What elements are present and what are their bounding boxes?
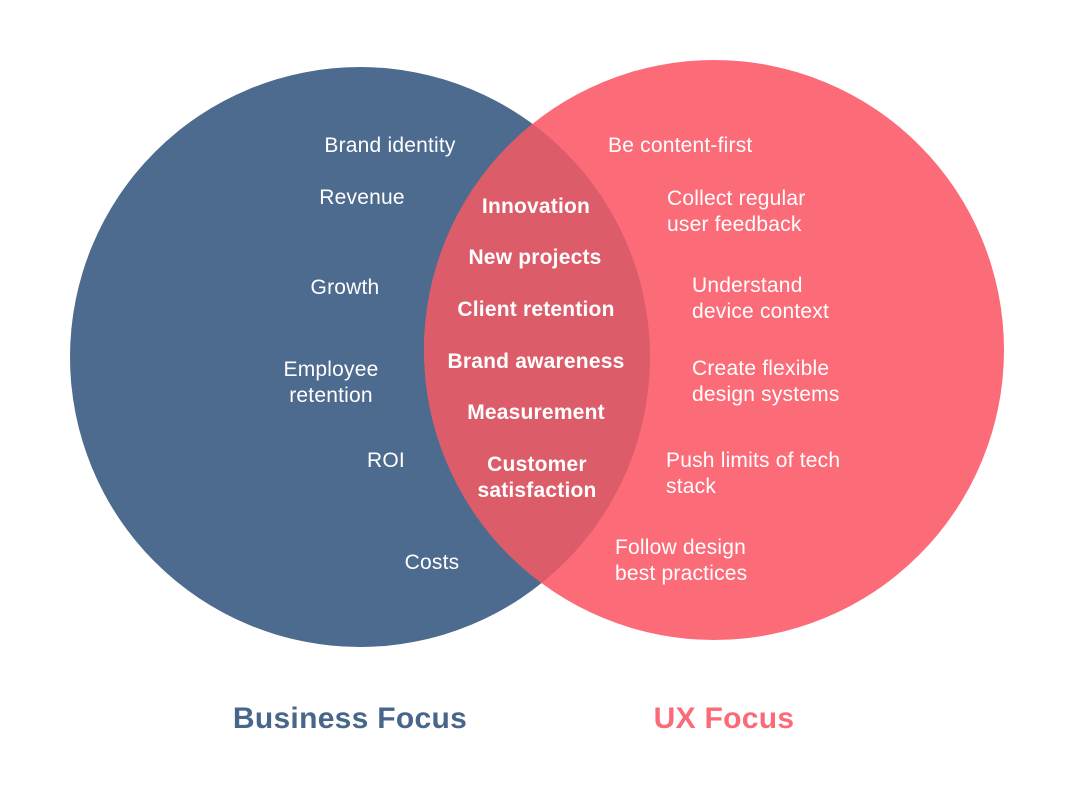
business-item-roi: ROI — [367, 449, 405, 472]
ux-item-device-context: Understand device context — [692, 274, 830, 323]
ux-item-user-feedback: Collect regular user feedback — [667, 187, 806, 236]
shared-item-innovation: Innovation — [481, 195, 591, 218]
intersection-lens — [424, 67, 650, 640]
business-item-employee-retention: Employee retention — [283, 358, 379, 407]
shared-item-client-retention: Client retention — [457, 298, 615, 321]
ux-item-best-practices: Follow design best practices — [615, 536, 748, 585]
ux-item-design-systems: Create flexible design systems — [692, 357, 840, 406]
business-item-costs: Costs — [404, 551, 460, 574]
business-item-revenue: Revenue — [319, 186, 405, 209]
shared-item-customer-satisfaction: Customer satisfaction — [477, 453, 597, 502]
ux-item-content-first: Be content-first — [608, 134, 753, 157]
business-focus-label: Business Focus — [232, 702, 468, 735]
business-item-brand-identity: Brand identity — [324, 134, 456, 157]
shared-item-measurement: Measurement — [467, 401, 605, 424]
business-item-growth: Growth — [310, 276, 380, 299]
shared-item-brand-awareness: Brand awareness — [447, 350, 625, 373]
ux-focus-label: UX Focus — [653, 702, 795, 735]
ux-item-tech-stack: Push limits of tech stack — [666, 449, 841, 498]
shared-item-new-projects: New projects — [468, 246, 602, 269]
